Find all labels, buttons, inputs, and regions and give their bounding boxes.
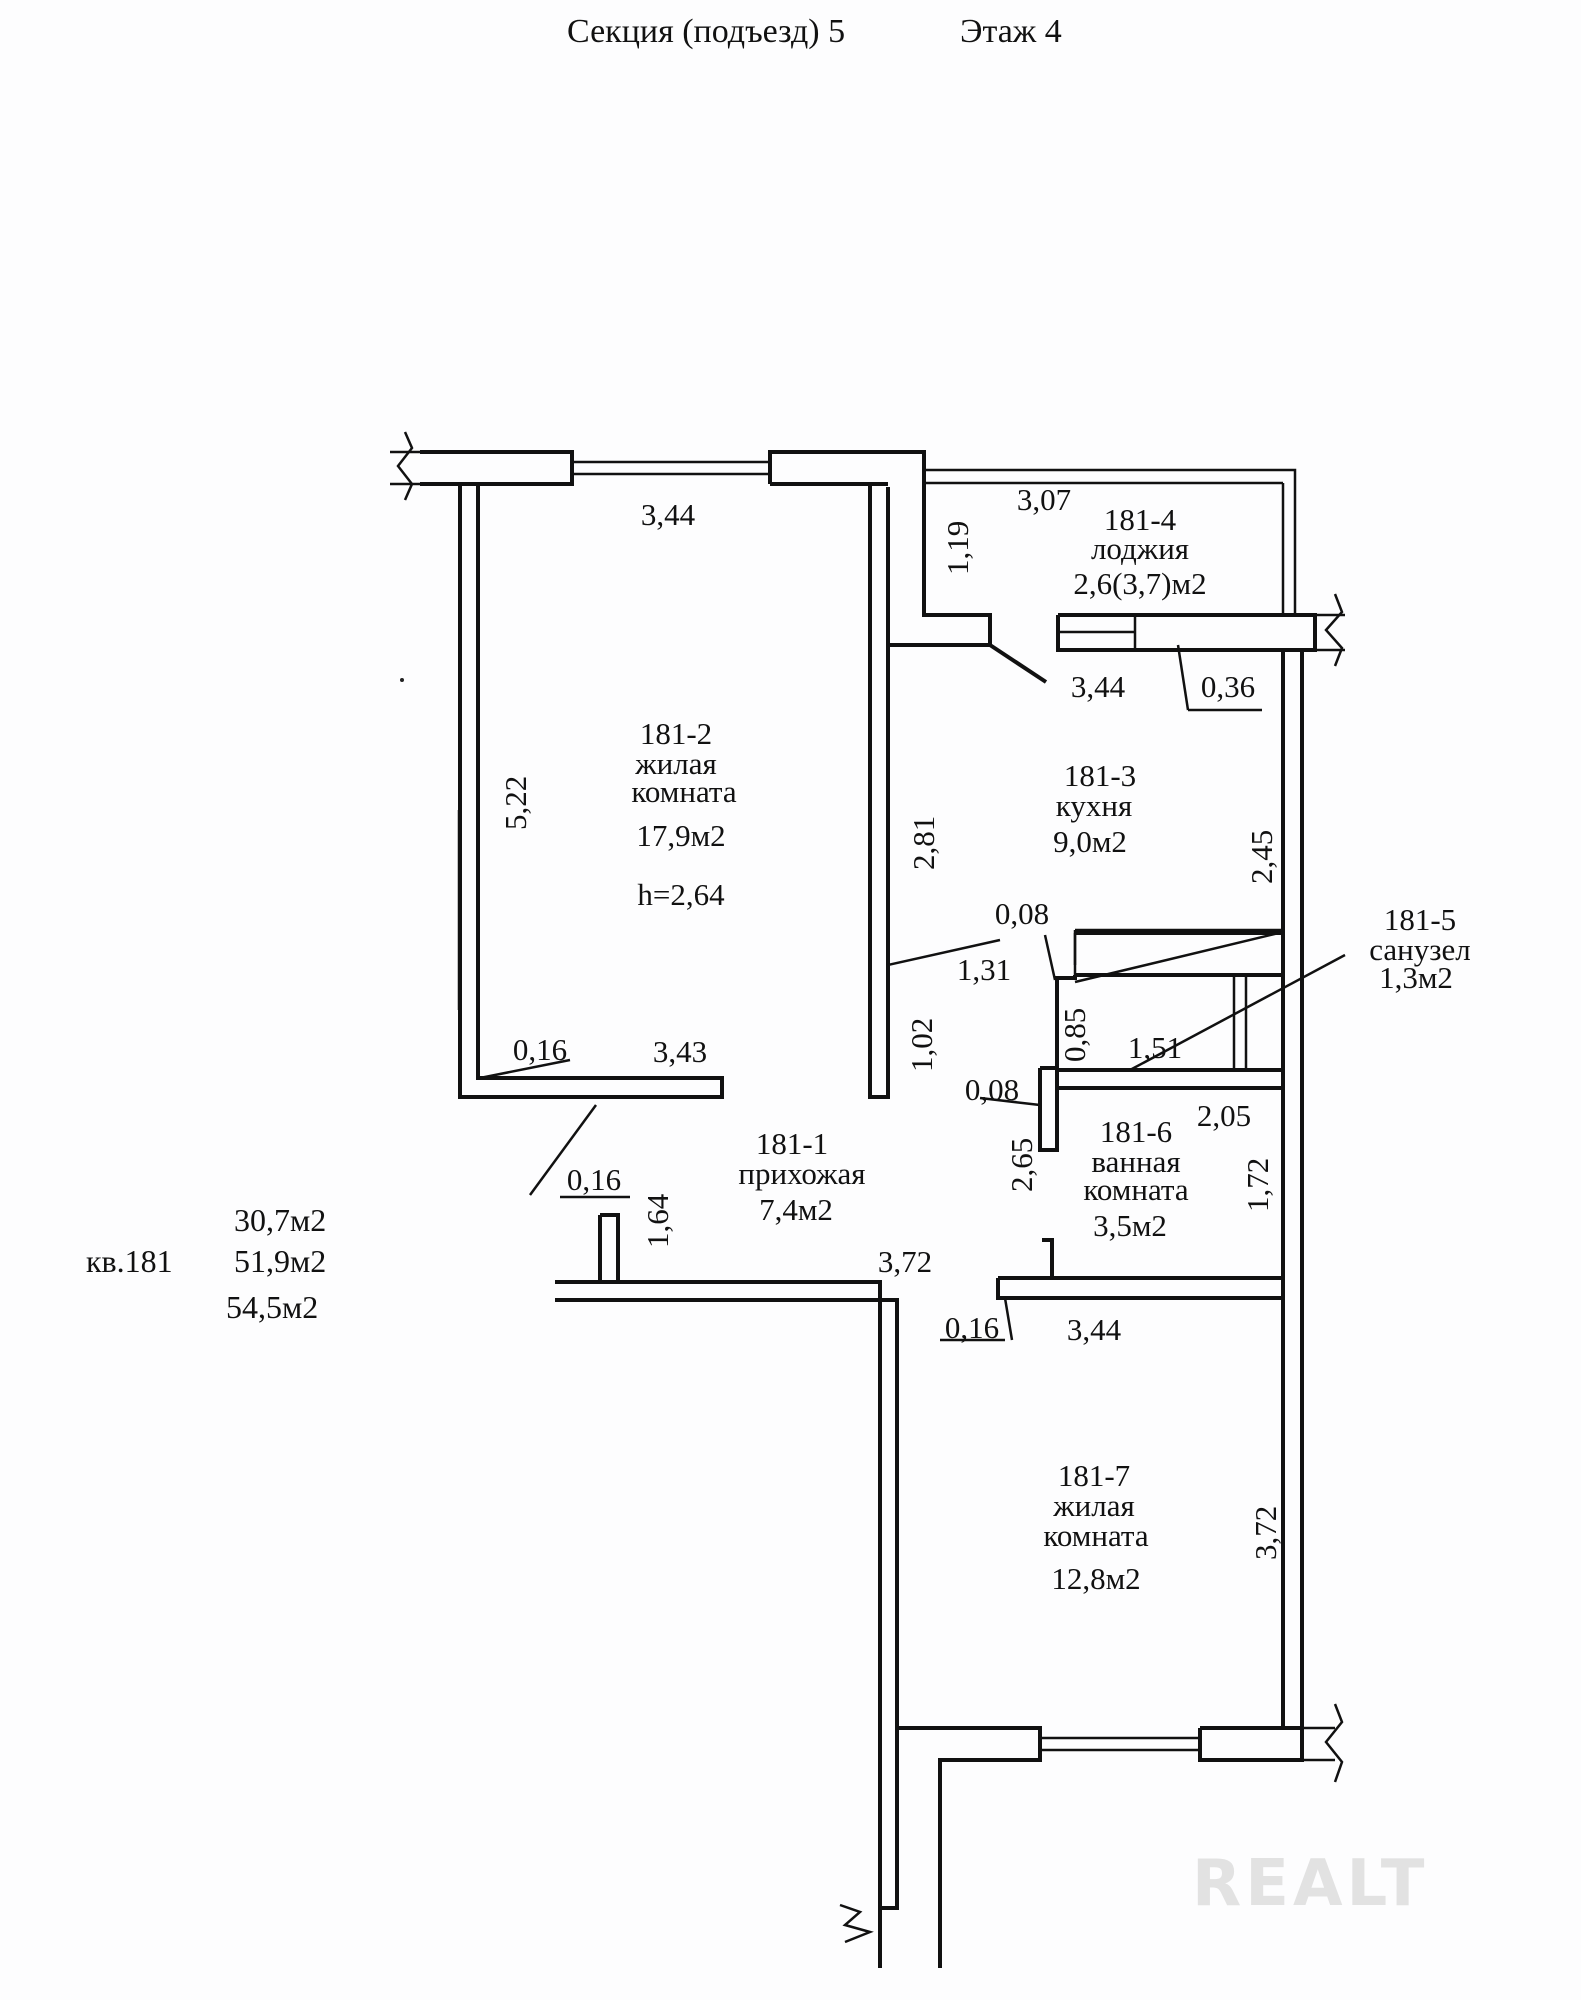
total-area-with-loggia: 54,5м2 bbox=[226, 1289, 318, 1325]
room-name: жилая bbox=[634, 746, 717, 781]
room-id: 181-7 bbox=[1058, 1458, 1130, 1493]
room-name: жилая bbox=[1052, 1488, 1135, 1523]
room-area: 3,5м2 bbox=[1093, 1208, 1167, 1243]
room-id: 181-4 bbox=[1104, 502, 1177, 537]
wall-room7-top bbox=[996, 1276, 1285, 1300]
room-area: 2,6(3,7)м2 bbox=[1073, 566, 1206, 601]
dim-label: 2,05 bbox=[1197, 1098, 1251, 1133]
dim-label: 1,72 bbox=[1240, 1158, 1275, 1212]
room-181-4-label: 181-4 лоджия 2,6(3,7)м2 bbox=[1073, 502, 1206, 601]
break-mark-kitchen bbox=[1324, 593, 1344, 667]
room-height: h=2,64 bbox=[637, 877, 725, 912]
room-id: 181-5 bbox=[1384, 902, 1456, 937]
room-name: лоджия bbox=[1091, 531, 1189, 566]
dim-label: 1,02 bbox=[904, 1018, 939, 1072]
wall-bath-stub bbox=[1038, 1066, 1059, 1152]
wall-top-left bbox=[420, 450, 574, 486]
dim-label: 0,16 bbox=[945, 1310, 999, 1345]
room-181-2-label: 181-2 жилая комната 17,9м2 h=2,64 bbox=[631, 716, 736, 912]
room-181-1-label: 181-1 прихожая 7,4м2 bbox=[738, 1126, 865, 1227]
walls bbox=[390, 431, 1346, 1968]
room-181-7-label: 181-7 жилая комната 12,8м2 bbox=[1043, 1458, 1148, 1596]
dim-label: 2,81 bbox=[906, 816, 941, 870]
dim-label: 5,22 bbox=[498, 776, 533, 830]
room-area: 12,8м2 bbox=[1051, 1561, 1140, 1596]
dim-label: 0,08 bbox=[995, 896, 1049, 931]
dim-label: 3,72 bbox=[878, 1244, 932, 1279]
room-name-2: комната bbox=[1043, 1518, 1148, 1553]
dim-label: 3,44 bbox=[1071, 669, 1126, 704]
room-id: 181-3 bbox=[1064, 758, 1136, 793]
wall-top-mid bbox=[768, 450, 992, 647]
room-name: прихожая bbox=[738, 1156, 865, 1191]
room-name: кухня bbox=[1056, 788, 1132, 823]
room-id: 181-2 bbox=[640, 716, 712, 751]
wall-room2-kitchen bbox=[868, 484, 890, 1099]
dim-label: 1,19 bbox=[940, 521, 975, 575]
wall-room7-bottom-right bbox=[1198, 1726, 1304, 1762]
room-181-3-label: 181-3 кухня 9,0м2 bbox=[1053, 758, 1136, 859]
wall-hall-stub bbox=[598, 1213, 620, 1284]
wall-right-outer bbox=[1281, 650, 1304, 1730]
dim-label: 1,64 bbox=[640, 1193, 675, 1248]
dim-label: 0,08 bbox=[965, 1072, 1019, 1107]
break-mark-bottom-left bbox=[839, 1903, 874, 1944]
area-summary: 30,7м2 кв.181 51,9м2 54,5м2 bbox=[86, 1202, 326, 1325]
room-181-5-label: 181-5 санузел 1,3м2 bbox=[1369, 902, 1470, 995]
wall-room7-bottom-left bbox=[897, 1726, 1042, 1968]
room-area: 7,4м2 bbox=[759, 1192, 833, 1227]
dim-label: 0,36 bbox=[1201, 669, 1255, 704]
room-area: 17,9м2 bbox=[636, 818, 725, 853]
room-area: 9,0м2 bbox=[1053, 824, 1127, 859]
dim-label: 2,65 bbox=[1004, 1138, 1039, 1192]
dim-label: 2,45 bbox=[1244, 830, 1279, 884]
room-name: санузел bbox=[1369, 932, 1470, 967]
room-id: 181-1 bbox=[756, 1126, 828, 1161]
living-area: 30,7м2 bbox=[234, 1202, 326, 1238]
room-id: 181-6 bbox=[1100, 1114, 1172, 1149]
total-area: 51,9м2 bbox=[234, 1243, 326, 1279]
dim-label: 1,31 bbox=[957, 952, 1011, 987]
dim-label: 3,07 bbox=[1017, 482, 1071, 517]
room-name-2: комната bbox=[1083, 1172, 1188, 1207]
room-area: 1,3м2 bbox=[1379, 960, 1453, 995]
room-181-6-label: 181-6 ванная комната 3,5м2 bbox=[1083, 1114, 1188, 1243]
room-name-2: комната bbox=[631, 774, 736, 809]
section-label: Секция (подъезд) 5 bbox=[567, 13, 845, 50]
dim-label: 0,85 bbox=[1057, 1008, 1092, 1062]
apartment-number: кв.181 bbox=[86, 1243, 173, 1279]
dim-label: 1,51 bbox=[1128, 1030, 1182, 1065]
dim-label: 3,44 bbox=[641, 497, 696, 532]
room-name: ванная bbox=[1091, 1144, 1180, 1179]
dim-label: 0,16 bbox=[567, 1162, 621, 1197]
dim-label: 0,16 bbox=[513, 1032, 567, 1067]
dimensions: 3,44 3,07 1,19 5,22 3,44 0,36 2,81 2,45 … bbox=[498, 482, 1283, 1560]
dim-label: 3,44 bbox=[1067, 1312, 1122, 1347]
break-mark-top-left bbox=[396, 431, 414, 501]
dim-label: 3,72 bbox=[1248, 1506, 1283, 1560]
wall-bath-mid bbox=[1057, 1068, 1285, 1090]
dim-label: 3,43 bbox=[653, 1034, 707, 1069]
watermark-logo: REALT bbox=[1192, 1847, 1428, 1921]
loggia-outline bbox=[924, 468, 1297, 615]
wall-hall-bottom bbox=[555, 1280, 899, 1910]
floor-label: Этаж 4 bbox=[960, 13, 1062, 50]
door-kitchen bbox=[988, 643, 1048, 684]
break-mark-bottom-right bbox=[1324, 1703, 1344, 1783]
